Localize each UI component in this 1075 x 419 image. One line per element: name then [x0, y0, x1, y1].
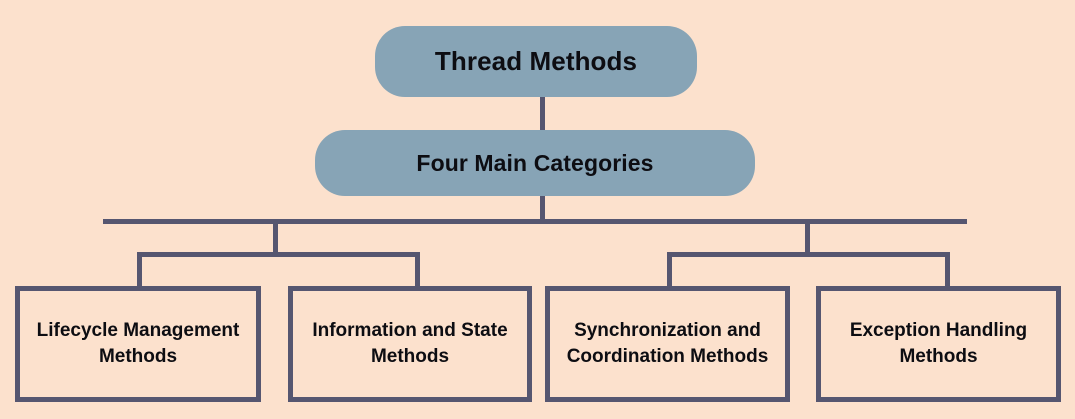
connector-right-branch-bar	[667, 252, 950, 257]
connector-left-branch-stem	[273, 221, 278, 255]
connector-right-branch-drop-second	[945, 252, 950, 288]
connector-left-branch-drop-second	[415, 252, 420, 288]
node-exception-handling-methods-label: Exception Handling Methods	[849, 320, 1028, 367]
connector-categories-to-bus	[540, 193, 545, 223]
node-synchronization-and-coordination-methods-label: Synchronization and Coordination Methods	[566, 320, 769, 367]
node-thread-methods: Thread Methods	[375, 26, 697, 97]
node-four-main-categories-label: Four Main Categories	[416, 149, 654, 176]
node-synchronization-and-coordination-methods: Synchronization and Coordination Methods	[545, 286, 790, 402]
node-lifecycle-management-methods: Lifecycle Management Methods	[15, 286, 261, 402]
node-lifecycle-management-methods-label: Lifecycle Management Methods	[36, 320, 240, 367]
node-thread-methods-label: Thread Methods	[434, 46, 638, 76]
node-four-main-categories: Four Main Categories	[315, 130, 755, 196]
connector-right-branch-stem	[805, 221, 810, 255]
connector-root-to-categories	[540, 95, 545, 135]
node-information-and-state-methods-label: Information and State Methods	[312, 320, 508, 367]
connector-left-branch-bar	[137, 252, 420, 257]
node-exception-handling-methods: Exception Handling Methods	[816, 286, 1061, 402]
connector-main-horizontal-bus	[103, 219, 967, 224]
connector-left-branch-drop-first	[137, 252, 142, 288]
node-information-and-state-methods: Information and State Methods	[288, 286, 532, 402]
connector-right-branch-drop-first	[667, 252, 672, 288]
